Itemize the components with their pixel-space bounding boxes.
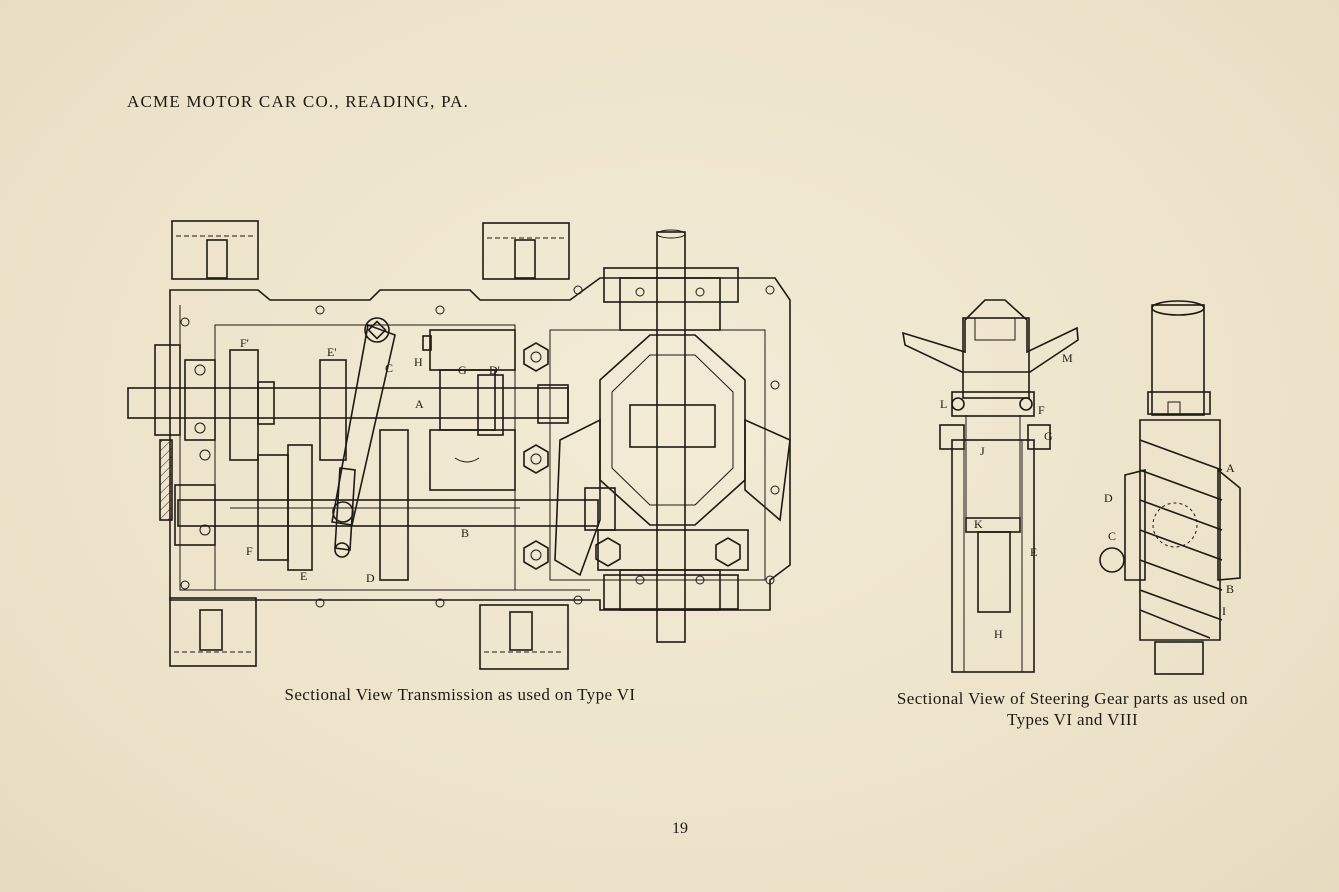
mount-foot-top-right bbox=[482, 222, 570, 280]
label-h: H bbox=[414, 355, 423, 369]
label-k: K bbox=[974, 517, 983, 531]
label-j: J bbox=[980, 444, 985, 458]
label-f-prime: F' bbox=[240, 336, 249, 350]
differential bbox=[554, 229, 791, 643]
shaft-a bbox=[127, 387, 569, 419]
label-i: I bbox=[1222, 604, 1226, 618]
label-b: B bbox=[1226, 582, 1234, 596]
label-a: A bbox=[415, 397, 424, 411]
gear-d bbox=[379, 429, 409, 581]
worm-shaft-end bbox=[1154, 641, 1204, 675]
transmission-caption: Sectional View Transmission as used on T… bbox=[284, 685, 636, 704]
worm-thread bbox=[1139, 439, 1223, 639]
label-e: E bbox=[1030, 545, 1037, 559]
hex-nuts bbox=[523, 342, 741, 570]
mount-foot-top-left bbox=[171, 220, 259, 280]
steering-shaft-tube bbox=[1151, 304, 1205, 416]
gear-e bbox=[287, 444, 313, 571]
label-f: F bbox=[1038, 403, 1045, 417]
label-d: D bbox=[1104, 491, 1113, 505]
left-bearing-a bbox=[154, 344, 181, 436]
label-c: C bbox=[1108, 529, 1116, 543]
label-f: F bbox=[246, 544, 253, 558]
label-g: G bbox=[458, 363, 467, 377]
steering-labels: M L F G J K E H A D C B I bbox=[940, 351, 1235, 641]
label-e-prime: E' bbox=[327, 345, 337, 359]
label-d-prime: D' bbox=[489, 363, 500, 377]
label-a: A bbox=[1226, 461, 1235, 475]
gear-d-prime bbox=[477, 374, 504, 436]
shaft-b bbox=[177, 499, 599, 527]
label-d: D bbox=[366, 571, 375, 585]
steering-drawing: M L F G J K E H A D C B I bbox=[901, 299, 1241, 675]
mount-foot-bottom-right bbox=[479, 604, 569, 670]
transmission-labels: F' E' C H G D' A B F E D bbox=[240, 336, 500, 585]
steering-caption: Sectional View of Steering Gear parts as… bbox=[896, 689, 1249, 729]
label-g: G bbox=[1044, 429, 1053, 443]
page-header: ACME MOTOR CAR CO., READING, PA. bbox=[127, 92, 470, 111]
label-b: B bbox=[461, 526, 469, 540]
label-e: E bbox=[300, 569, 307, 583]
gear-f-prime bbox=[229, 349, 259, 461]
label-l: L bbox=[940, 397, 947, 411]
label-m: M bbox=[1062, 351, 1073, 365]
label-c: C bbox=[385, 361, 393, 375]
mount-foot-bottom-left bbox=[169, 597, 257, 667]
worm-housing-left bbox=[1124, 468, 1146, 581]
shift-lever-c bbox=[331, 323, 396, 526]
label-h: H bbox=[994, 627, 1003, 641]
gear-g bbox=[439, 369, 496, 431]
steering-spider-m bbox=[901, 299, 1079, 373]
transmission-drawing: F' E' C H G D' A B F E D bbox=[127, 220, 791, 670]
worm-housing-right bbox=[1217, 468, 1241, 581]
gear-e-prime bbox=[319, 359, 347, 461]
page-number: 19 bbox=[672, 820, 688, 837]
